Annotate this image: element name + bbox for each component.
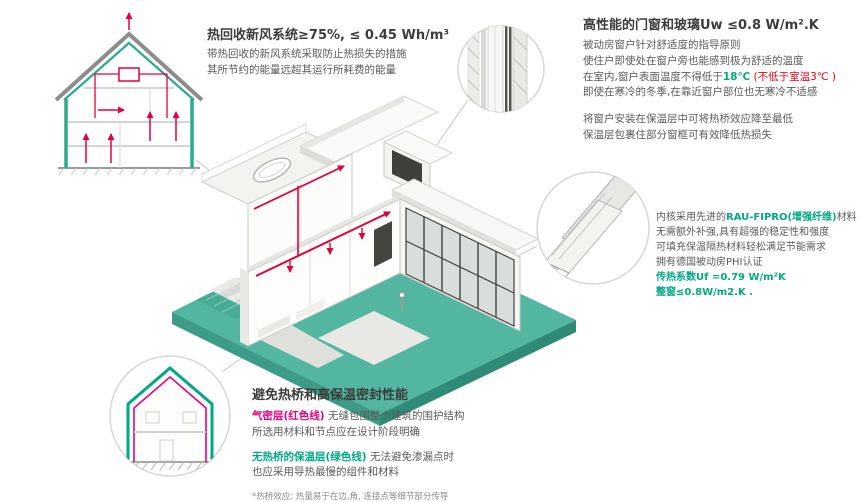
thermal-text-block: 避免热桥和高保温密封性能 气密层(红色线) 无缝包围整个建筑的围护结构 所选用材… [252,384,587,502]
airtight-line-pink [133,375,207,462]
insulation-line-green [126,366,214,462]
airflow-arrows [82,12,180,163]
windows-line-3: 在室内,窗户表面温度不得低于18℃ (不低于室温3℃ ) [583,70,861,86]
profile-line-1-text: 内核采用先进的 [656,212,726,223]
profile-line-3: 可填充保温隔热材料轻松满足节能需求 [656,242,826,253]
windows-line-1: 被动房窗户针对舒适度的指导原则 [583,39,741,51]
thermal-p2-text: 无法避免渗漏点时 [366,450,454,463]
hrv-unit [118,67,140,82]
windows-line-6: 保温层包裹住部分窗框可有效降低热损失 [583,128,772,141]
windows-line-5: 将窗户安装在保温层中可将热桥效应降至最低 [583,113,793,125]
hrv-line-2: 其所节约的能量远超其运行所耗费的能量 [207,63,396,76]
thermal-p1-line-1: 气密层(红色线) 无缝包围整个建筑的围护结构 [252,409,587,425]
profile-material-highlight: RAU-FIPRO(增强纤维) [726,212,837,223]
profile-line-1: 内核采用先进的RAU-FIPRO(增强纤维)材料 [656,210,864,225]
thermal-title: 避免热桥和高保温密封性能 [252,388,409,403]
glass-facade [405,207,515,327]
airtight-layer-label: 气密层(红色线) [252,410,325,422]
windows-line-4: 即使在寒冷的冬季,在靠近窗户部位也无寒冷不适感 [583,86,818,99]
window-profile-detail [536,171,650,285]
windows-temp-warning: (不低于室温3℃ ) [750,70,837,83]
profile-uf-value: 传热系数Uf =0.79 W/m²K [656,272,786,283]
thermal-p2-line-2: 也应采用导热最慢的组件和材料 [252,466,399,479]
profile-text-block: 内核采用先进的RAU-FIPRO(增强纤维)材料 无需额外补强,具有超强的稳定性… [656,210,864,300]
windows-line-2: 使住户即使处在窗户旁也能感到极为舒适的温度 [583,54,804,67]
profile-line-1-suffix: 材料 [836,212,857,223]
thermal-section-detail [109,355,231,477]
hrv-line-1: 带热回收的新风系统采取防止热损失的措施 [207,48,407,60]
profile-uw-value: 整窗≤0.8W/m2.K . [656,287,753,298]
windows-title: 高性能的门窗和玻璃Uw ≤0.8 W/m².K [583,18,819,33]
human-figure [399,292,405,311]
bathtub [252,157,292,183]
window-section-detail [457,25,545,113]
entry-door [374,221,392,267]
profile-line-4: 拥有德国被动房PHI认证 [656,257,763,268]
hrv-text-block: 热回收新风系统≥75%, ≤ 0.45 Wh/m³ 带热回收的新风系统采取防止热… [207,24,462,79]
thermal-p1-text: 无缝包围整个建筑的围护结构 [324,410,465,422]
thermal-p2-line-1: 无热桥的保温层(绿色线) 无法避免渗漏点时 [252,450,587,466]
main-house-illustration [172,95,576,426]
insulation-layer-label: 无热桥的保温层(绿色线) [252,450,367,463]
red-duct-lines [253,165,391,277]
thermal-p1-line-2: 所选用材料和节点应在设计阶段明确 [252,425,420,438]
windows-temp-highlight: 18℃ [722,70,751,83]
profile-line-2: 无需额外补强,具有超强的稳定性和强度 [656,227,830,238]
windows-text-block: 高性能的门窗和玻璃Uw ≤0.8 W/m².K 被动房窗户针对舒适度的指导原则 … [583,14,861,144]
windows-line-3-text: 在室内,窗户表面温度不得低于 [583,70,723,83]
ventilation-house-illustration [54,12,204,176]
hrv-title: 热回收新风系统≥75%, ≤ 0.45 Wh/m³ [207,28,450,43]
